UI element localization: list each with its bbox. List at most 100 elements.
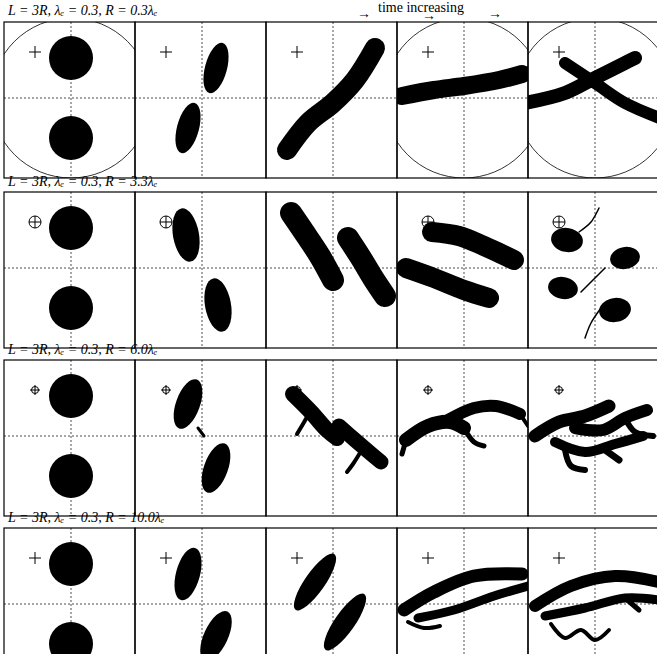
vortex-filament	[565, 450, 585, 470]
vortex-patch	[49, 36, 93, 80]
vortex-filament	[585, 308, 601, 338]
vortex-filament	[514, 68, 528, 76]
panel-frame	[397, 192, 528, 348]
vortex-patch	[546, 275, 579, 302]
vortex-filament	[347, 448, 363, 472]
axis-line	[202, 22, 203, 178]
vortex-filament	[625, 418, 653, 436]
simulation-panel	[266, 528, 397, 654]
vortex-filament	[565, 63, 657, 120]
axis-line	[464, 528, 465, 654]
vortex-filament	[520, 414, 528, 426]
axis-line	[202, 192, 203, 348]
vortex-filament	[406, 268, 489, 298]
simulation-panel	[4, 22, 135, 178]
panel-frame	[528, 360, 657, 516]
time-arrow: →	[422, 8, 436, 24]
panel-frame	[135, 192, 266, 348]
simulation-panel	[397, 528, 528, 654]
simulation-panel	[266, 192, 397, 348]
row-heading: L = 3R, λₑ = 0.3, R = 0.3λₑ	[8, 3, 157, 19]
vortex-filament	[448, 406, 520, 420]
simulation-panel	[4, 528, 135, 654]
vortex-filament	[418, 586, 528, 618]
axis-line	[202, 528, 203, 654]
simulation-panel	[397, 360, 528, 516]
axis-line	[595, 360, 596, 516]
vortex-filament	[291, 213, 333, 280]
center-marker	[422, 46, 434, 58]
axis-line	[464, 192, 465, 348]
vortex-patch	[49, 374, 93, 418]
panel-frame	[266, 360, 397, 516]
vortex-patch	[168, 375, 208, 432]
center-marker	[29, 552, 41, 564]
simulation-panel	[266, 360, 397, 516]
vortex-patch	[49, 286, 93, 330]
vortex-filament	[406, 422, 464, 440]
panel-frame	[4, 528, 135, 654]
panel-frame	[266, 528, 397, 654]
vortex-patch	[49, 542, 93, 586]
axis-line	[135, 268, 266, 269]
vortex-filament	[545, 598, 657, 616]
vortex-filament	[605, 450, 619, 460]
panel-frame	[397, 360, 528, 516]
vortex-filament	[402, 74, 522, 96]
center-marker	[291, 46, 303, 58]
axis-line	[4, 268, 135, 269]
center-marker	[29, 46, 41, 58]
vortex-filament	[432, 232, 514, 260]
panel-frame	[135, 528, 266, 654]
axis-line	[4, 98, 135, 99]
simulation-panel	[397, 22, 528, 178]
axis-line	[202, 360, 203, 516]
reference-circle	[397, 22, 528, 178]
simulation-panel	[4, 192, 135, 348]
center-marker	[553, 552, 565, 564]
simulation-panel	[397, 192, 528, 348]
simulation-panel	[135, 528, 266, 654]
center-marker	[554, 385, 564, 395]
center-marker	[291, 216, 303, 228]
panel-frame	[266, 22, 397, 178]
vortex-patch	[608, 245, 641, 272]
axis-line	[135, 604, 266, 605]
panel-frame	[135, 22, 266, 178]
axis-line	[595, 528, 596, 654]
vortex-patch	[549, 225, 585, 254]
axis-line	[464, 360, 465, 516]
vortex-patch	[597, 295, 633, 324]
center-marker	[160, 552, 172, 564]
center-marker	[160, 46, 172, 58]
simulation-panel	[528, 22, 657, 178]
vortex-patch	[201, 276, 236, 334]
axis-line	[135, 98, 266, 99]
center-marker	[30, 385, 40, 395]
center-marker	[161, 385, 171, 395]
vortex-patch	[287, 548, 342, 615]
center-marker	[553, 216, 565, 228]
panel-frame	[397, 22, 528, 178]
simulation-panel	[4, 360, 135, 516]
reference-circle	[4, 22, 135, 178]
vortex-filament	[348, 238, 385, 296]
axis-line	[528, 268, 657, 269]
panel-frame	[528, 22, 657, 178]
center-marker	[292, 385, 302, 395]
vortex-filament	[402, 440, 406, 454]
vortex-filament	[287, 48, 375, 150]
panel-frame	[528, 528, 657, 654]
vortex-filament	[575, 410, 647, 431]
panel-frame	[266, 192, 397, 348]
center-marker	[160, 216, 172, 228]
row-heading: L = 3R, λₑ = 0.3, R = 10.0λₑ	[8, 510, 164, 526]
center-marker	[422, 552, 434, 564]
panel-frame	[397, 528, 528, 654]
vortex-filament	[581, 268, 605, 292]
panel-frame	[4, 22, 135, 178]
simulation-panel	[135, 192, 266, 348]
vortex-patch	[199, 40, 234, 96]
axis-line	[4, 436, 135, 437]
